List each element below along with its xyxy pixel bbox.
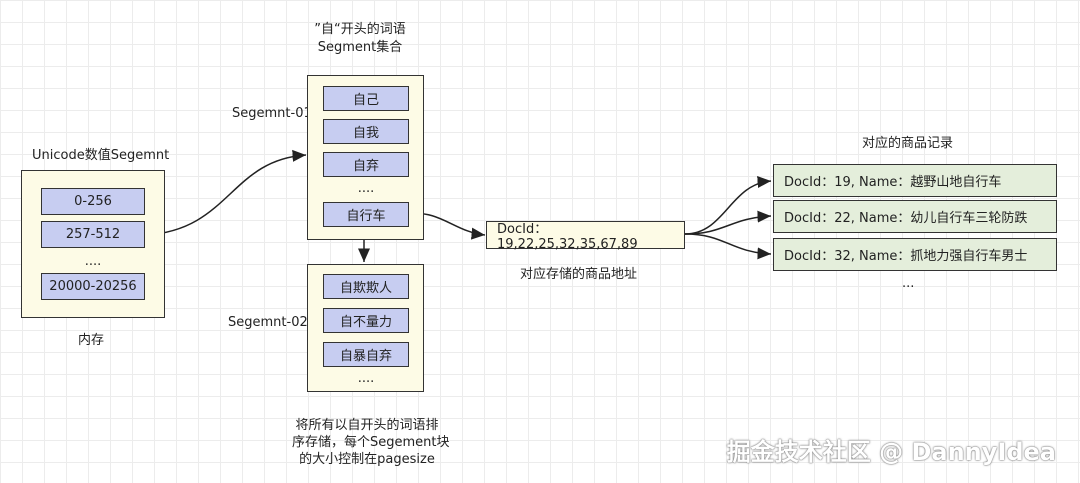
unicode-cell: 0-256: [41, 188, 145, 215]
memory-caption: 内存: [78, 333, 105, 348]
unicode-panel: 0-256 257-512 .... 20000-20256: [21, 170, 165, 318]
seg02-panel: 自欺欺人 自不量力 自暴自弃 ....: [307, 264, 424, 392]
seg01-panel: 自己 自我 自弃 .... 自行车: [307, 75, 424, 240]
unicode-cell: 257-512: [41, 221, 145, 248]
seg02-ellipsis: ....: [357, 371, 375, 386]
seg02-cell: 自暴自弃: [323, 342, 409, 367]
seg01-label: Segemnt-01: [232, 106, 312, 121]
watermark: 掘金技术社区 @ DannyIdea: [726, 438, 1056, 466]
seg-note-line3: 的大小控制在pagesize: [299, 452, 435, 467]
arrow-docids-to-record-1: [684, 176, 772, 235]
segment-header-line1: ”自“开头的词语: [314, 22, 406, 37]
seg01-ellipsis: ....: [357, 181, 375, 196]
seg-note-line2: 序存储，每个Segement块: [292, 435, 450, 450]
seg-note-line1: 将所有以自开头的词语排: [295, 418, 439, 433]
seg01-cell: 自己: [323, 86, 409, 111]
unicode-title: Unicode数值Segemnt: [32, 148, 170, 163]
seg02-cell: 自不量力: [323, 308, 409, 333]
records-title: 对应的商品记录: [862, 136, 954, 151]
unicode-ellipsis: ....: [84, 254, 102, 269]
seg01-cell: 自弃: [323, 152, 409, 177]
seg02-label: Segemnt-02: [228, 315, 308, 330]
record-row: DocId：22, Name：幼儿自行车三轮防跌: [773, 200, 1057, 233]
segment-header-line2: Segment集合: [317, 40, 403, 55]
records-ellipsis: ...: [902, 276, 915, 291]
arrow-unicode-to-seg01: [145, 149, 307, 236]
docids-box: DocId：19,22,25,32,35,67,89: [486, 221, 685, 252]
record-row: DocId：19, Name：越野山地自行车: [773, 164, 1057, 197]
arrow-docids-to-record-3: [684, 233, 772, 260]
seg01-cell-bike: 自行车: [323, 202, 409, 227]
record-row: DocId：32, Name：抓地力强自行车男士: [773, 238, 1057, 271]
docids-caption: 对应存储的商品地址: [520, 267, 638, 282]
unicode-cell: 20000-20256: [41, 273, 145, 300]
arrow-docids-to-record-2: [684, 210, 772, 235]
seg02-cell: 自欺欺人: [323, 274, 409, 299]
seg01-cell: 自我: [323, 119, 409, 144]
